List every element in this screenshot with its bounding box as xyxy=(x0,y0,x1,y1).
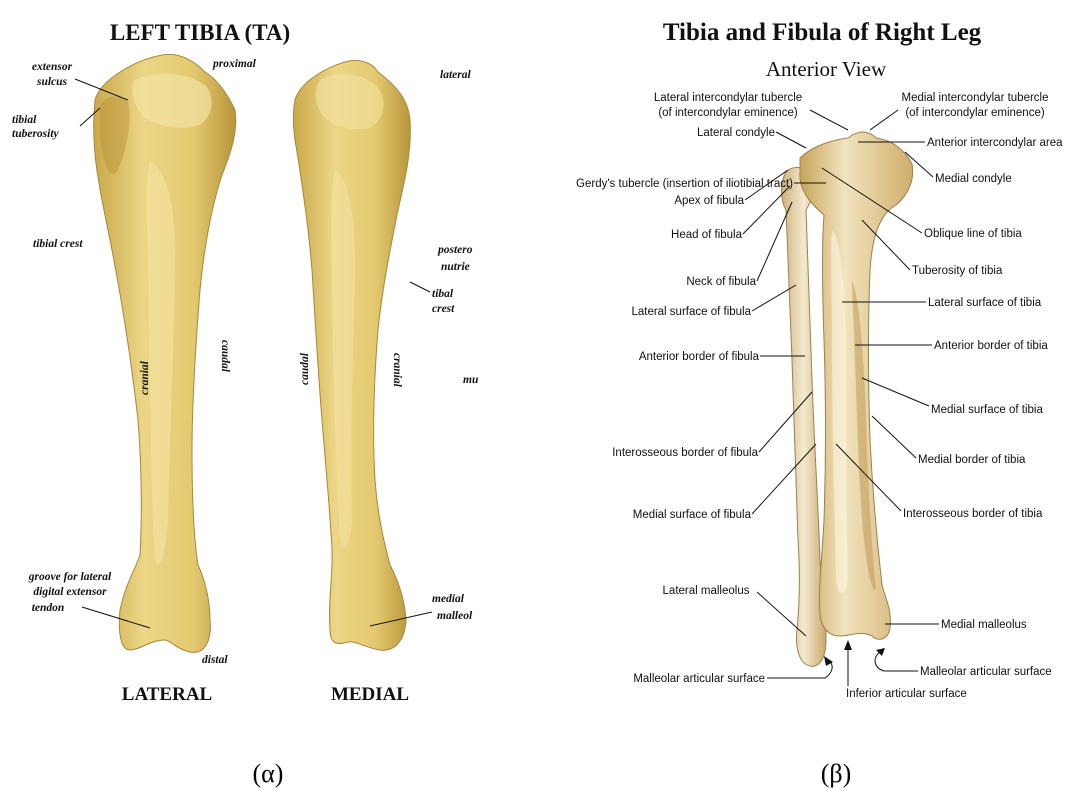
label-anterior-ic-area: Anterior intercondylar area xyxy=(927,137,1063,149)
leader-malleolar-left xyxy=(767,660,832,678)
label-lat-ic-tubercle-1: Lateral intercondylar tubercle xyxy=(654,92,802,104)
label-cranial-left: cranial xyxy=(139,360,151,395)
label-inferior-articular: Inferior articular surface xyxy=(846,688,967,700)
label-head-fibula: Head of fibula xyxy=(671,229,743,241)
panel-beta: Tibia and Fibula of Right Leg Anterior V… xyxy=(576,19,1063,788)
label-lateral: lateral xyxy=(440,69,471,81)
label-interosseous-tibia: Interosseous border of tibia xyxy=(903,508,1043,520)
label-mu: mu xyxy=(463,374,479,386)
label-ant-border-tibia: Anterior border of tibia xyxy=(934,340,1048,352)
label-med-surf-tibia: Medial surface of tibia xyxy=(931,404,1043,416)
label-proximal: proximal xyxy=(212,58,257,70)
leader-med-ic-tubercle xyxy=(870,110,898,130)
label-groove-1: groove for lateral xyxy=(28,571,112,583)
leader-tibal-crest xyxy=(410,282,430,292)
label-crest: crest xyxy=(432,303,455,315)
leader-head-fibula xyxy=(743,186,790,234)
label-medial-malleol-1: medial xyxy=(432,593,465,605)
view-label-lateral: LATERAL xyxy=(122,684,212,705)
label-nutrient: nutrie xyxy=(441,261,470,273)
label-medial-malleol-2: malleol xyxy=(437,610,473,622)
panel-beta-title: Tibia and Fibula of Right Leg xyxy=(663,19,982,46)
label-tibial: tibial xyxy=(12,114,37,126)
panel-alpha-title: LEFT TIBIA (TA) xyxy=(110,20,290,45)
label-extensor: extensor xyxy=(32,61,73,73)
label-interosseous-fibula: Interosseous border of fibula xyxy=(612,447,758,459)
caption-beta: (β) xyxy=(821,759,852,788)
leader-med-surf-tibia xyxy=(862,378,929,406)
label-malleolar-right: Malleolar articular surface xyxy=(920,666,1052,678)
label-medial-malleolus: Medial malleolus xyxy=(941,619,1027,631)
leader-med-border-tibia xyxy=(872,416,916,458)
caption-alpha: (α) xyxy=(253,759,284,788)
label-tibial-crest-left: tibial crest xyxy=(33,238,83,250)
label-tuberosity-tibia: Tuberosity of tibia xyxy=(912,265,1003,277)
label-lat-ic-tubercle-2: (of intercondylar eminence) xyxy=(658,107,798,119)
label-malleolar-left: Malleolar articular surface xyxy=(633,673,765,685)
panel-alpha: LEFT TIBIA (TA) extensor sulcus tibial t… xyxy=(12,20,479,788)
label-med-border-tibia: Medial border of tibia xyxy=(918,454,1026,466)
label-lateral-condyle: Lateral condyle xyxy=(697,127,775,139)
label-cranial-right: cranial xyxy=(391,353,403,388)
label-groove-3: tendon xyxy=(32,602,65,614)
label-tuberosity: tuberosity xyxy=(12,128,60,140)
label-apex-fibula: Apex of fibula xyxy=(674,195,744,207)
label-distal: distal xyxy=(202,654,228,666)
leader-lateral-condyle xyxy=(776,132,806,148)
label-neck-fibula: Neck of fibula xyxy=(686,276,756,288)
label-postero: postero xyxy=(437,244,473,256)
label-med-surf-fibula: Medial surface of fibula xyxy=(633,509,752,521)
label-oblique-line: Oblique line of tibia xyxy=(924,228,1022,240)
label-med-ic-tubercle-1: Medial intercondylar tubercle xyxy=(901,92,1048,104)
label-tibal: tibal xyxy=(432,288,454,300)
label-lateral-malleolus: Lateral malleolus xyxy=(663,585,750,597)
arrowhead-inferior-articular xyxy=(844,640,852,650)
leader-lat-ic-tubercle xyxy=(810,110,848,130)
panel-beta-subtitle: Anterior View xyxy=(766,57,887,81)
label-groove-2: digital extensor xyxy=(33,586,107,598)
label-medial-condyle: Medial condyle xyxy=(935,173,1012,185)
label-med-ic-tubercle-2: (of intercondylar eminence) xyxy=(905,107,1045,119)
label-caudal-left: caudal xyxy=(219,340,231,373)
view-label-medial: MEDIAL xyxy=(331,684,409,705)
label-caudal-right: caudal xyxy=(299,352,311,385)
label-sulcus: sulcus xyxy=(36,76,68,88)
label-lat-surf-fibula: Lateral surface of fibula xyxy=(631,306,751,318)
label-ant-border-fibula: Anterior border of fibula xyxy=(639,351,760,363)
label-gerdy: Gerdy's tubercle (insertion of iliotibia… xyxy=(576,178,793,190)
label-lat-surf-tibia: Lateral surface of tibia xyxy=(928,297,1042,309)
